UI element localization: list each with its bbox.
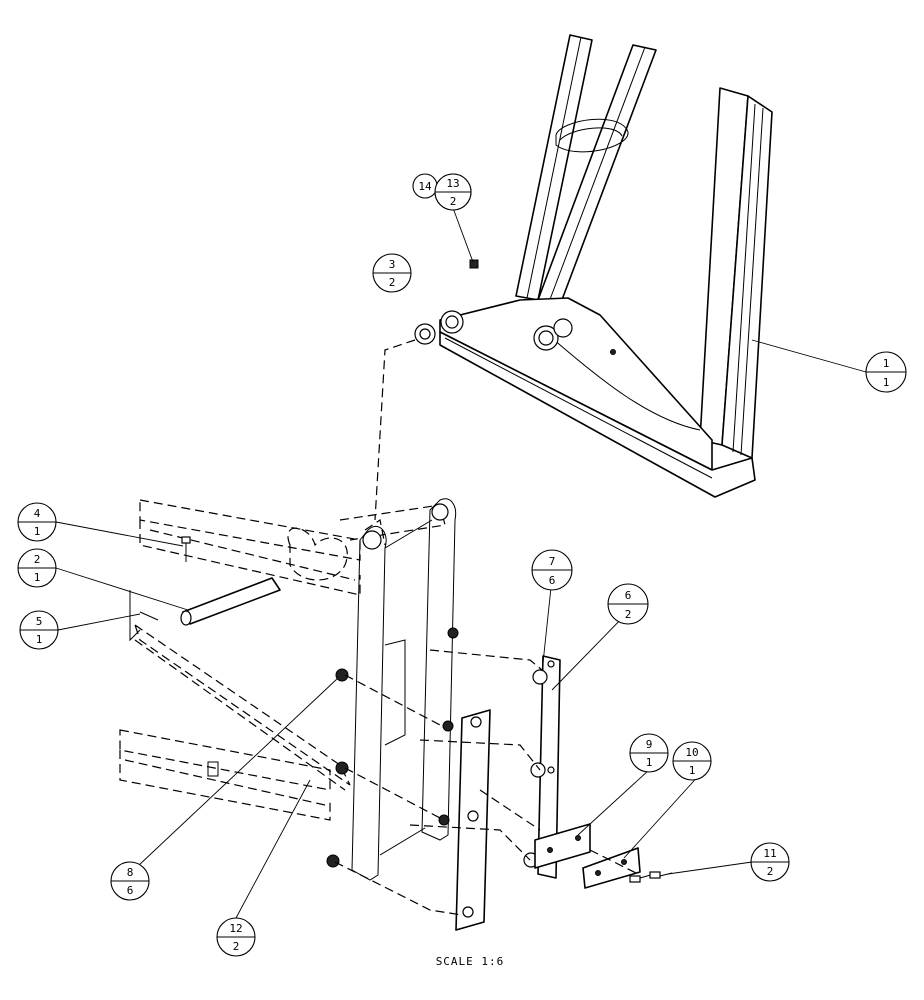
svg-text:8: 8 — [127, 866, 134, 879]
balloon-6: 6 2 — [607, 583, 649, 625]
balloon-11: 11 2 — [750, 842, 790, 882]
assembly-paths — [334, 339, 641, 916]
svg-text:1: 1 — [36, 633, 43, 646]
svg-text:1: 1 — [34, 571, 41, 584]
svg-text:13: 13 — [446, 177, 459, 190]
svg-text:2: 2 — [625, 608, 632, 621]
svg-text:12: 12 — [229, 922, 242, 935]
plate-part-10 — [582, 847, 641, 889]
svg-text:2: 2 — [233, 940, 240, 953]
balloon-4: 4 1 — [17, 502, 57, 542]
svg-text:3: 3 — [389, 258, 396, 271]
plate-part-9 — [534, 823, 591, 869]
cotter-part-5 — [129, 590, 159, 642]
balloon-7: 7 6 — [531, 549, 573, 591]
svg-text:7: 7 — [549, 555, 556, 568]
svg-text:1: 1 — [34, 525, 41, 538]
leader-lines — [55, 207, 867, 919]
svg-text:2: 2 — [767, 865, 774, 878]
svg-text:2: 2 — [450, 195, 457, 208]
nuts-part-8 — [326, 627, 459, 868]
svg-text:1: 1 — [883, 376, 890, 389]
svg-text:5: 5 — [36, 615, 43, 628]
nut-part-13 — [469, 259, 479, 269]
balloon-10: 10 1 — [672, 741, 712, 781]
balloon-1: 1 1 — [865, 351, 907, 393]
strap-plate-left — [455, 709, 491, 931]
svg-text:6: 6 — [127, 884, 134, 897]
balloon-3: 3 2 — [372, 253, 412, 293]
balloon-12: 12 2 — [216, 917, 256, 957]
mounting-bracket — [119, 499, 446, 821]
svg-text:1: 1 — [883, 357, 890, 370]
svg-text:11: 11 — [763, 847, 776, 860]
svg-text:14: 14 — [418, 180, 432, 193]
svg-text:9: 9 — [646, 738, 653, 751]
vertical-posts — [351, 498, 457, 881]
bolt-part-4 — [181, 536, 191, 562]
svg-text:1: 1 — [689, 764, 696, 777]
balloon-14: 14 — [412, 173, 438, 199]
balloon-5: 5 1 — [19, 610, 59, 650]
svg-text:2: 2 — [34, 553, 41, 566]
balloon-8: 8 6 — [110, 861, 150, 901]
balloon-9: 9 1 — [629, 733, 669, 773]
pin-part-2 — [180, 577, 281, 626]
svg-text:2: 2 — [389, 276, 396, 289]
scale-label: SCALE 1:6 — [435, 955, 505, 968]
balloon-13-front: 13 2 — [434, 173, 472, 211]
svg-text:4: 4 — [34, 507, 41, 520]
svg-text:6: 6 — [549, 574, 556, 587]
balloon-2: 2 1 — [17, 548, 57, 588]
svg-text:6: 6 — [625, 589, 632, 602]
frame-part-1 — [439, 34, 773, 498]
washer-part-3 — [414, 323, 436, 345]
svg-text:10: 10 — [685, 746, 698, 759]
svg-text:1: 1 — [646, 756, 653, 769]
